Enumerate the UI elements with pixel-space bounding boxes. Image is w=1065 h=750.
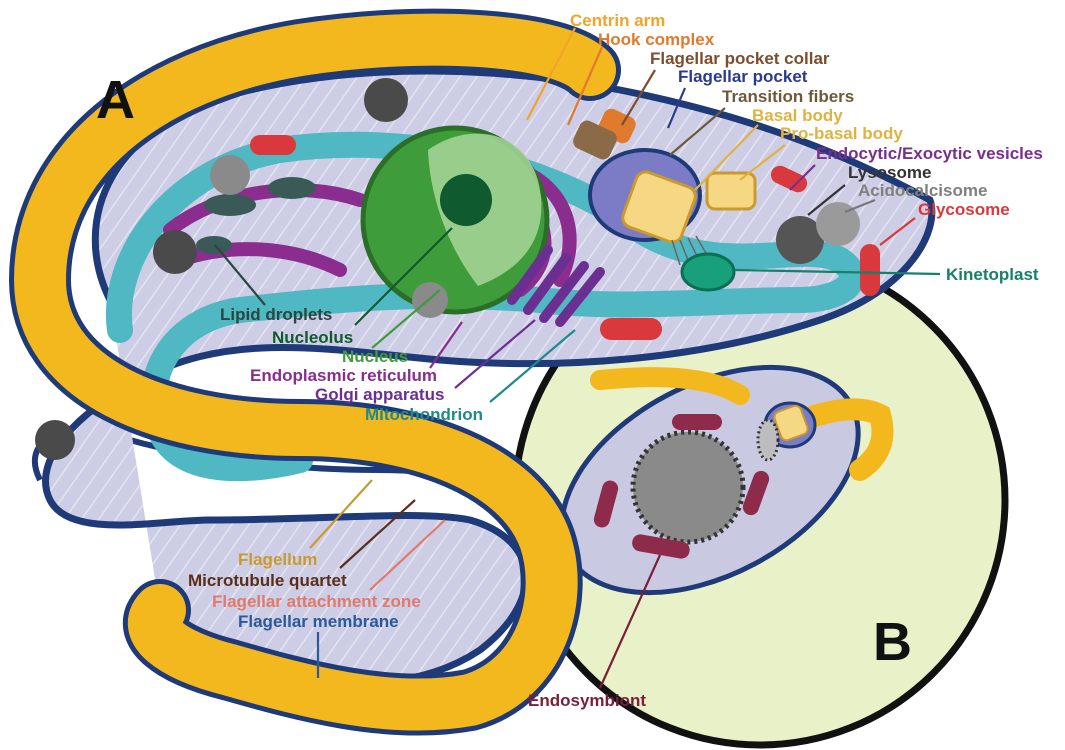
- amastigote-nucleus: [633, 432, 743, 542]
- label-nucleolus: Nucleolus: [272, 328, 353, 347]
- label-endosymbiont: Endosymbiont: [528, 691, 646, 710]
- panel-label-b: B: [873, 612, 912, 672]
- grey-vesicle: [210, 155, 250, 195]
- lipid-droplet: [268, 177, 316, 199]
- label-vesicles: Endocytic/Exocytic vesicles: [816, 144, 1043, 163]
- dark-vesicle: [364, 78, 408, 122]
- label-nucleus: Nucleus: [342, 347, 408, 366]
- label-centrin-arm: Centrin arm: [570, 11, 665, 30]
- glycosome: [860, 244, 880, 296]
- kinetoplast: [682, 254, 734, 290]
- label-kinetoplast: Kinetoplast: [946, 265, 1039, 284]
- lipid-droplet: [153, 230, 197, 274]
- label-basal-body: Basal body: [752, 106, 843, 125]
- lipid-droplet: [204, 194, 256, 216]
- label-endoplasmic-reticulum: Endoplasmic reticulum: [250, 366, 437, 385]
- amastigote-endosymbiont: [672, 414, 722, 430]
- grey-vesicle: [412, 282, 448, 318]
- label-flagellar-attachment-zone: Flagellar attachment zone: [212, 592, 421, 611]
- label-acidocalcisome: Acidocalcisome: [858, 181, 987, 200]
- glycosome: [600, 318, 662, 340]
- dark-vesicle: [35, 420, 75, 460]
- label-glycosome: Glycosome: [918, 200, 1010, 219]
- label-flagellar-pocket-collar: Flagellar pocket collar: [650, 49, 830, 68]
- panel-label-a: A: [96, 70, 135, 130]
- lipid-droplet: [196, 236, 232, 254]
- label-transition-fibers: Transition fibers: [722, 87, 854, 106]
- label-flagellum: Flagellum: [238, 550, 317, 569]
- label-flagellar-pocket: Flagellar pocket: [678, 67, 808, 86]
- nucleolus: [440, 174, 492, 226]
- label-mitochondrion: Mitochondrion: [365, 405, 483, 424]
- label-flagellar-membrane: Flagellar membrane: [238, 612, 399, 631]
- label-pro-basal-body: Pro-basal body: [780, 124, 903, 143]
- pro-basal-body: [707, 173, 755, 209]
- label-lipid-droplets: Lipid droplets: [220, 305, 332, 324]
- label-golgi-apparatus: Golgi apparatus: [315, 385, 444, 404]
- amastigote-kinetoplast: [758, 420, 778, 460]
- label-microtubule-quartet: Microtubule quartet: [188, 571, 347, 590]
- glycosome: [250, 135, 296, 155]
- label-hook-complex: Hook complex: [598, 30, 715, 49]
- label-lysosome: Lysosome: [848, 163, 931, 182]
